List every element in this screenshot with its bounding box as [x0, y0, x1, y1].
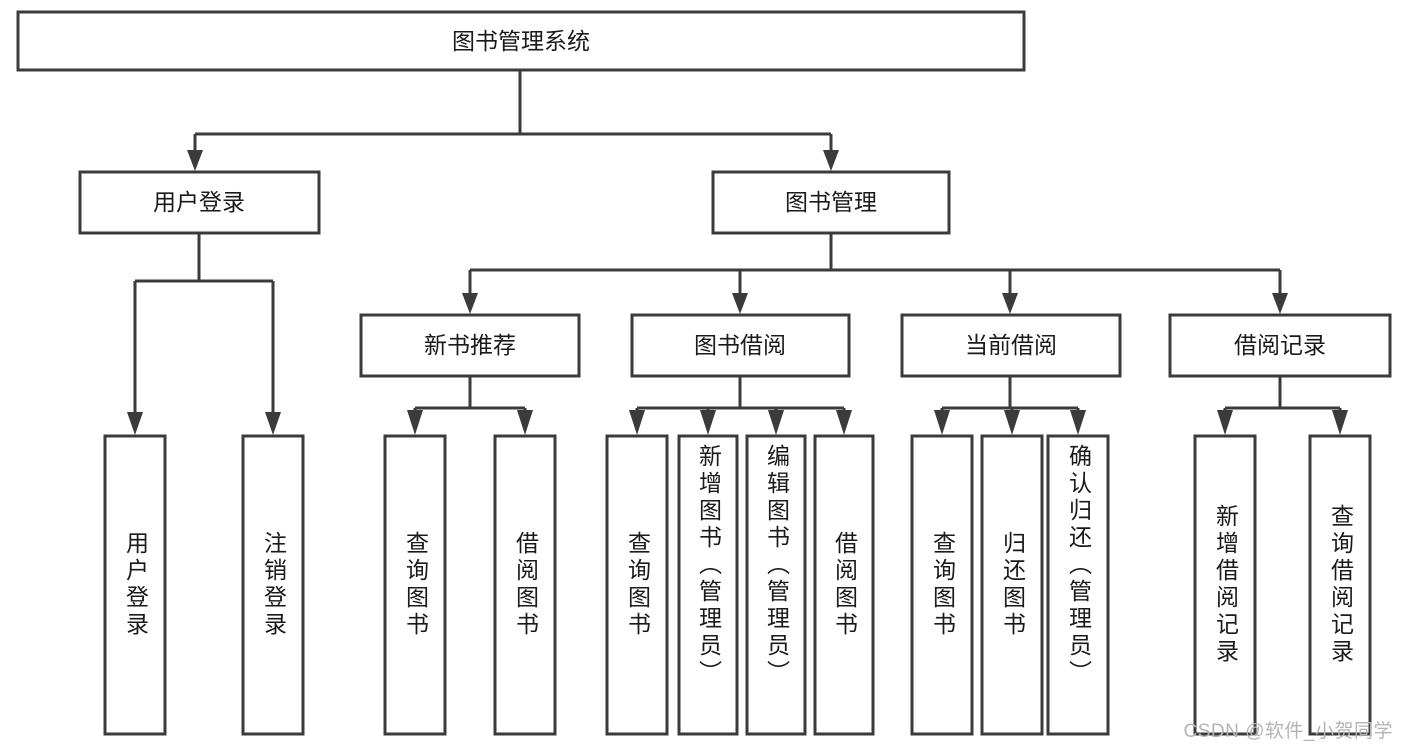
- arrowhead-current-borrow: [1002, 293, 1018, 314]
- node-borrow-record-box[interactable]: [1168, 313, 1392, 378]
- node-borrow-record[interactable]: 借阅记录: [1168, 313, 1392, 378]
- arrowhead-new-leaf-2: [517, 410, 533, 435]
- leaf-box-edit-book-admin[interactable]: [745, 434, 807, 736]
- node-current-borrow[interactable]: 当前借阅: [900, 313, 1122, 378]
- arrowhead-borrow-leaf-1: [629, 410, 645, 435]
- arrowhead-current-leaf-2: [1004, 410, 1020, 435]
- node-new-book-recommend-box[interactable]: [359, 313, 581, 378]
- leaf-box-confirm-return-admin[interactable]: [1046, 434, 1110, 736]
- arrowhead-book-manage: [823, 150, 839, 171]
- arrowhead-book-borrow: [732, 293, 748, 314]
- node-new-book-recommend-label: 新书推荐: [424, 332, 516, 358]
- leaf-box-add-borrow-record[interactable]: [1193, 434, 1257, 736]
- arrowhead-leaf-logout: [265, 412, 281, 435]
- connector-layer: [127, 70, 1348, 435]
- arrowhead-record-leaf-2: [1332, 410, 1348, 435]
- arrowhead-user-login: [187, 150, 203, 171]
- node-book-manage-box[interactable]: [711, 170, 951, 235]
- node-root[interactable]: 图书管理系统: [16, 10, 1026, 72]
- node-root-label: 图书管理系统: [452, 28, 590, 54]
- leaf-box-new-query-book[interactable]: [383, 434, 447, 736]
- node-new-book-recommend[interactable]: 新书推荐: [359, 313, 581, 378]
- leaf-box-borrow-query-book[interactable]: [605, 434, 669, 736]
- node-user-login-box[interactable]: [78, 170, 321, 235]
- arrowhead-borrow-leaf-2: [700, 410, 716, 435]
- node-current-borrow-box[interactable]: [900, 313, 1122, 378]
- node-borrow-record-label: 借阅记录: [1234, 332, 1326, 358]
- arrowhead-leaf-user-login: [127, 412, 143, 435]
- arrowhead-current-leaf-1: [934, 410, 950, 435]
- arrowhead-new-leaf-1: [407, 410, 423, 435]
- leaf-box-user-login[interactable]: [103, 434, 167, 736]
- node-layer: 图书管理系统 用户登录 图书管理 新书推荐 图书借阅 当前: [16, 10, 1392, 736]
- arrowhead-borrow-leaf-3: [768, 410, 784, 435]
- node-user-login-label: 用户登录: [153, 189, 245, 215]
- leaf-box-logout[interactable]: [241, 434, 305, 736]
- node-book-borrow[interactable]: 图书借阅: [630, 313, 851, 378]
- leaf-box-new-borrow-book[interactable]: [493, 434, 557, 736]
- leaf-box-borrow-book[interactable]: [813, 434, 875, 736]
- node-book-manage-label: 图书管理: [785, 189, 877, 215]
- arrowhead-borrow-record: [1272, 293, 1288, 314]
- arrowhead-current-leaf-3: [1070, 410, 1086, 435]
- node-book-manage[interactable]: 图书管理: [711, 170, 951, 235]
- node-root-box[interactable]: [16, 10, 1026, 72]
- leaf-box-current-query-book[interactable]: [910, 434, 974, 736]
- arrowhead-new-book: [462, 293, 478, 314]
- arrowhead-borrow-leaf-4: [836, 410, 852, 435]
- node-user-login[interactable]: 用户登录: [78, 170, 321, 235]
- arrowhead-record-leaf-1: [1217, 410, 1233, 435]
- leaf-box-add-book-admin[interactable]: [677, 434, 739, 736]
- csdn-watermark: CSDN @软件_小贺同学: [1183, 721, 1393, 742]
- leaf-box-return-book[interactable]: [980, 434, 1044, 736]
- leaf-box-query-borrow-record[interactable]: [1308, 434, 1372, 736]
- node-book-borrow-label: 图书借阅: [694, 332, 786, 358]
- node-book-borrow-box[interactable]: [630, 313, 851, 378]
- node-current-borrow-label: 当前借阅: [965, 332, 1057, 358]
